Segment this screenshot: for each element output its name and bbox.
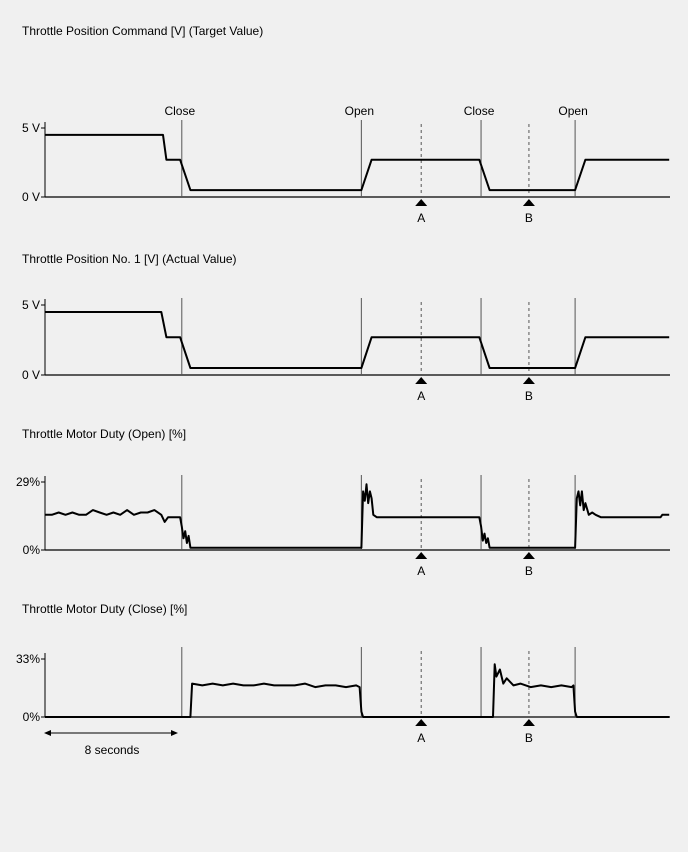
- marker-label: B: [525, 564, 533, 578]
- scale-bar-left-arrow-icon: [44, 730, 51, 736]
- marker-triangle-icon: [415, 377, 428, 384]
- marker-label: A: [417, 564, 425, 578]
- y-tick-label: 5 V: [22, 298, 40, 312]
- marker-label: B: [525, 731, 533, 745]
- y-tick-label: 5 V: [22, 121, 40, 135]
- scale-bar-right-arrow-icon: [171, 730, 178, 736]
- marker-label: A: [417, 389, 425, 403]
- y-tick-label: 0 V: [22, 190, 40, 204]
- series-line: [45, 311, 670, 369]
- marker-triangle-icon: [415, 719, 428, 726]
- series-line: [45, 133, 670, 192]
- y-tick-label: 0%: [23, 710, 41, 724]
- y-tick-label: 29%: [16, 475, 40, 489]
- event-label: Close: [464, 104, 495, 118]
- chart-title: Throttle Motor Duty (Close) [%]: [22, 602, 187, 616]
- time-scale-bar: 8 seconds: [44, 730, 178, 757]
- series-line: [45, 483, 670, 549]
- chart-title: Throttle Motor Duty (Open) [%]: [22, 427, 186, 441]
- marker-triangle-icon: [415, 199, 428, 206]
- marker-triangle-icon: [522, 199, 535, 206]
- chart-title: Throttle Position No. 1 [V] (Actual Valu…: [22, 252, 237, 266]
- y-tick-label: 0%: [23, 543, 41, 557]
- marker-label: B: [525, 211, 533, 225]
- marker-triangle-icon: [522, 377, 535, 384]
- chart-panel-4: Throttle Motor Duty (Close) [%] 33% 0% A B: [16, 602, 670, 745]
- marker-label: B: [525, 389, 533, 403]
- chart-panel-3: Throttle Motor Duty (Open) [%] 29% 0% A B: [16, 427, 670, 578]
- marker-label: A: [417, 211, 425, 225]
- marker-triangle-icon: [522, 719, 535, 726]
- scale-bar-label: 8 seconds: [85, 743, 140, 757]
- marker-label: A: [417, 731, 425, 745]
- event-label: Open: [345, 104, 374, 118]
- marker-triangle-icon: [522, 552, 535, 559]
- marker-triangle-icon: [415, 552, 428, 559]
- event-label: Close: [164, 104, 195, 118]
- y-tick-label: 33%: [16, 652, 40, 666]
- chart-panel-2: Throttle Position No. 1 [V] (Actual Valu…: [22, 252, 670, 403]
- chart-panel-1: Throttle Position Command [V] (Target Va…: [22, 24, 670, 225]
- event-label: Open: [558, 104, 587, 118]
- series-line: [45, 663, 670, 718]
- y-tick-label: 0 V: [22, 368, 40, 382]
- chart-title: Throttle Position Command [V] (Target Va…: [22, 24, 263, 38]
